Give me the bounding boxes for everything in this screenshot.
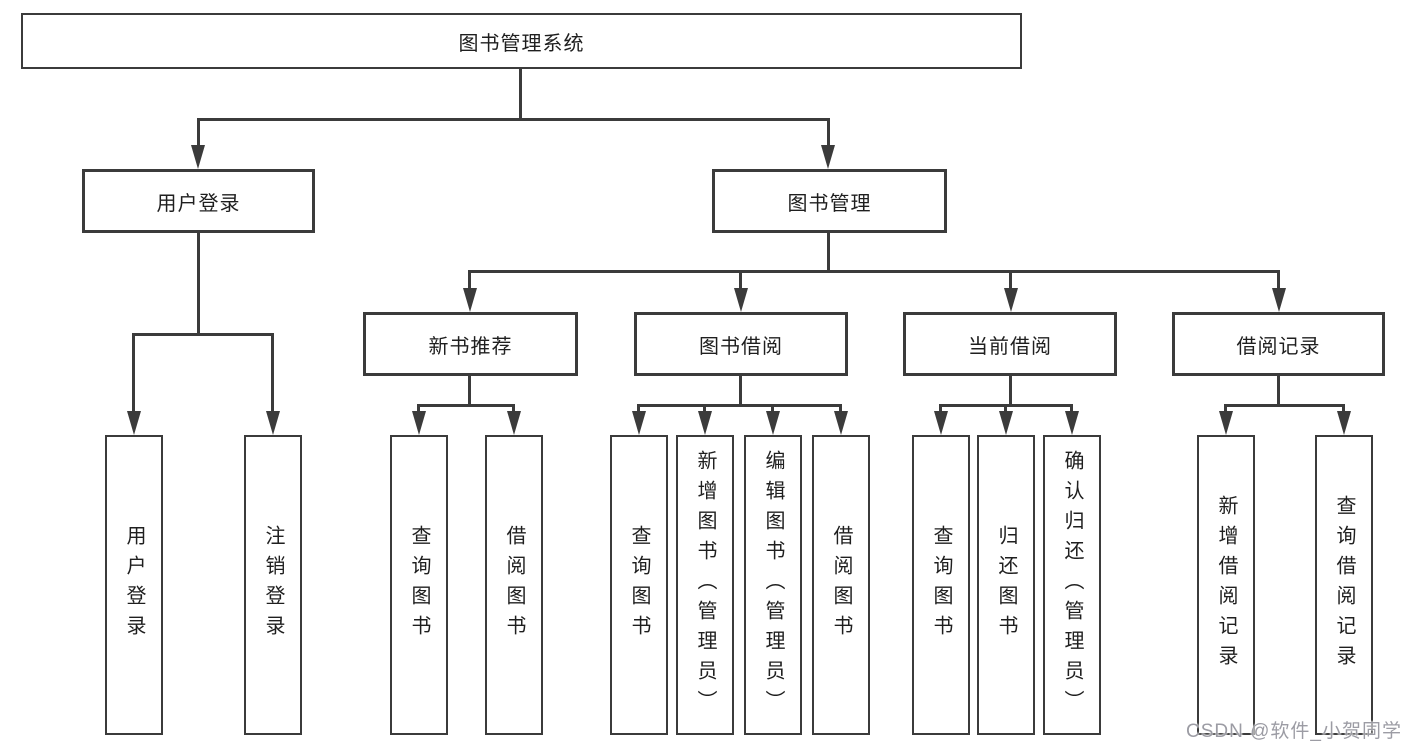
arrow-down-icon (766, 411, 780, 435)
arrow-down-icon (632, 411, 646, 435)
leaf-recommend-borrow-books: 借阅图书 (485, 435, 543, 735)
arrow-down-icon (507, 411, 521, 435)
connector-line-horizontal (939, 404, 1073, 407)
arrow-down-icon (1004, 288, 1018, 312)
arrow-down-icon (191, 145, 205, 169)
arrow-down-icon (934, 411, 948, 435)
connector-line-vertical (1342, 404, 1345, 414)
connector-line-vertical (197, 118, 200, 148)
node-borrowing-records: 借阅记录 (1172, 312, 1385, 376)
connector-line-vertical (739, 376, 742, 407)
arrow-down-icon (834, 411, 848, 435)
leaf-user-login: 用户登录 (105, 435, 163, 735)
arrow-down-icon (463, 288, 477, 312)
connector-line-horizontal (132, 333, 274, 336)
connector-line-vertical (1009, 270, 1012, 291)
connector-line-vertical (468, 270, 471, 291)
connector-line-vertical (827, 118, 830, 148)
leaf-borrowing-edit-books-admin: 编辑图书（管理员） (744, 435, 802, 735)
connector-line-vertical (1070, 404, 1073, 414)
node-library-system: 图书管理系统 (21, 13, 1022, 69)
node-new-book-recommend: 新书推荐 (363, 312, 578, 376)
leaf-records-query-record: 查询借阅记录 (1315, 435, 1373, 735)
connector-line-vertical (417, 404, 420, 414)
connector-line-horizontal (417, 404, 515, 407)
arrow-down-icon (734, 288, 748, 312)
leaf-current-query-books: 查询图书 (912, 435, 970, 735)
leaf-current-return-books: 归还图书 (977, 435, 1035, 735)
connector-line-vertical (1277, 270, 1280, 291)
connector-line-vertical (132, 333, 135, 414)
node-book-borrowing: 图书借阅 (634, 312, 848, 376)
arrow-down-icon (412, 411, 426, 435)
arrow-down-icon (266, 411, 280, 435)
connector-line-vertical (839, 404, 842, 414)
connector-line-vertical (1224, 404, 1227, 414)
csdn-watermark: CSDN @软件_小贺同学 (1186, 721, 1402, 742)
connector-line-horizontal (1224, 404, 1345, 407)
connector-line-vertical (827, 233, 830, 273)
connector-line-vertical (271, 333, 274, 414)
connector-line-vertical (1009, 376, 1012, 407)
connector-line-vertical (519, 68, 522, 120)
connector-line-vertical (197, 233, 200, 336)
arrow-down-icon (1065, 411, 1079, 435)
connector-line-vertical (1004, 404, 1007, 414)
connector-line-vertical (739, 270, 742, 291)
connector-line-vertical (939, 404, 942, 414)
leaf-borrowing-borrow-books: 借阅图书 (812, 435, 870, 735)
arrow-down-icon (999, 411, 1013, 435)
arrow-down-icon (1272, 288, 1286, 312)
connector-line-vertical (1277, 376, 1280, 407)
arrow-down-icon (127, 411, 141, 435)
leaf-borrowing-query-books: 查询图书 (610, 435, 668, 735)
connector-line-vertical (512, 404, 515, 414)
leaf-borrowing-add-books-admin: 新增图书（管理员） (676, 435, 734, 735)
node-current-borrowing: 当前借阅 (903, 312, 1117, 376)
leaf-recommend-query-books: 查询图书 (390, 435, 448, 735)
node-book-management: 图书管理 (712, 169, 947, 233)
connector-line-horizontal (468, 270, 1280, 273)
leaf-current-confirm-return-admin: 确认归还（管理员） (1043, 435, 1101, 735)
connector-line-vertical (771, 404, 774, 414)
connector-line-horizontal (197, 118, 830, 121)
leaf-logout: 注销登录 (244, 435, 302, 735)
arrow-down-icon (1219, 411, 1233, 435)
connector-line-horizontal (637, 404, 842, 407)
arrow-down-icon (821, 145, 835, 169)
connector-line-vertical (703, 404, 706, 414)
arrow-down-icon (1337, 411, 1351, 435)
node-user-login: 用户登录 (82, 169, 315, 233)
leaf-records-add-record: 新增借阅记录 (1197, 435, 1255, 735)
arrow-down-icon (698, 411, 712, 435)
connector-line-vertical (637, 404, 640, 414)
connector-line-vertical (468, 376, 471, 407)
